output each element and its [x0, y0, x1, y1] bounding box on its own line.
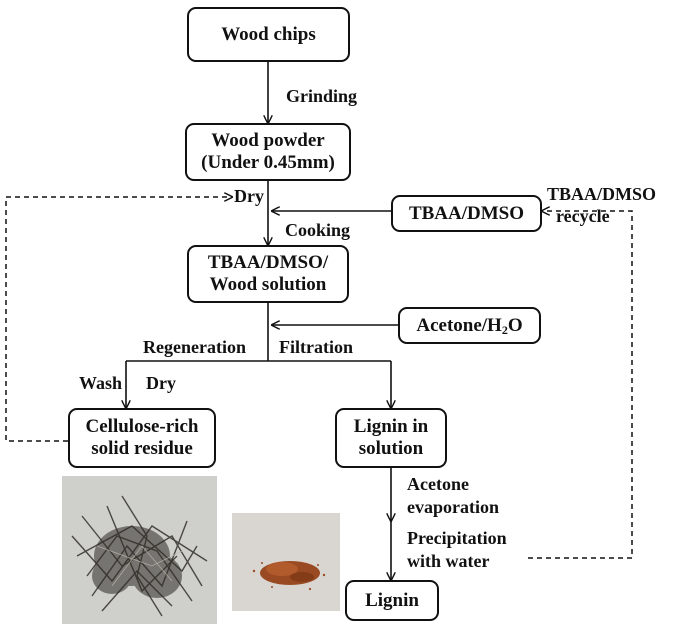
acetone-h2o-subscript: 2	[501, 322, 508, 337]
node-wood-solution: TBAA/DMSO/ Wood solution	[187, 245, 349, 303]
node-acetone-h2o-text: Acetone/H2O	[416, 315, 522, 337]
lignin-powder-image	[232, 513, 340, 611]
label-cooking: Cooking	[285, 220, 351, 240]
label-acetone-evap-line1: Acetone	[407, 474, 469, 494]
dashed-solvent-recycle	[528, 211, 633, 559]
node-cellulose-line2: solid residue	[91, 438, 193, 459]
label-regeneration: Regeneration	[143, 337, 246, 357]
node-cellulose-residue: Cellulose-rich solid residue	[68, 408, 216, 468]
node-lignin-solution-line2: solution	[358, 438, 424, 459]
node-wood-powder-line1: Wood powder	[211, 130, 325, 151]
node-tbaa-dmso-text: TBAA/DMSO	[408, 202, 525, 224]
cellulose-residue-photo	[62, 476, 217, 624]
acetone-h2o-tail: O	[507, 314, 523, 336]
label-acetone-evap-line2: evaporation	[407, 497, 499, 517]
acetone-h2o-main: Acetone/H	[416, 314, 502, 336]
label-recycle-line2: recycle	[556, 206, 610, 226]
node-wood-powder-line2: (Under 0.45mm)	[201, 152, 335, 173]
label-wash: Wash	[79, 373, 123, 393]
label-precip-line2: with water	[407, 551, 490, 571]
node-wood-powder: Wood powder (Under 0.45mm)	[185, 123, 351, 181]
node-lignin-text: Lignin	[365, 589, 419, 611]
node-tbaa-dmso: TBAA/DMSO	[391, 195, 542, 232]
label-grinding: Grinding	[286, 86, 358, 106]
label-dry-top: Dry	[234, 186, 264, 206]
cellulose-fibers-image	[62, 476, 217, 624]
label-recycle-line1: TBAA/DMSO	[547, 184, 657, 204]
dashed-dry-return	[5, 197, 232, 442]
node-lignin-solution: Lignin in solution	[335, 408, 447, 468]
label-precip-line1: Precipitation	[407, 528, 507, 548]
node-lignin: Lignin	[345, 580, 439, 621]
node-wood-solution-line1: TBAA/DMSO/	[207, 252, 329, 273]
label-filtration: Filtration	[279, 337, 353, 357]
node-wood-chips: Wood chips	[187, 7, 350, 62]
node-wood-solution-line2: Wood solution	[209, 274, 327, 295]
node-cellulose-line1: Cellulose-rich	[85, 416, 199, 437]
label-dry-bottom: Dry	[146, 373, 176, 393]
lignin-powder-photo	[232, 513, 340, 611]
node-acetone-h2o: Acetone/H2O	[398, 307, 541, 344]
node-lignin-solution-line1: Lignin in	[353, 416, 429, 437]
node-wood-chips-text: Wood chips	[221, 23, 316, 45]
